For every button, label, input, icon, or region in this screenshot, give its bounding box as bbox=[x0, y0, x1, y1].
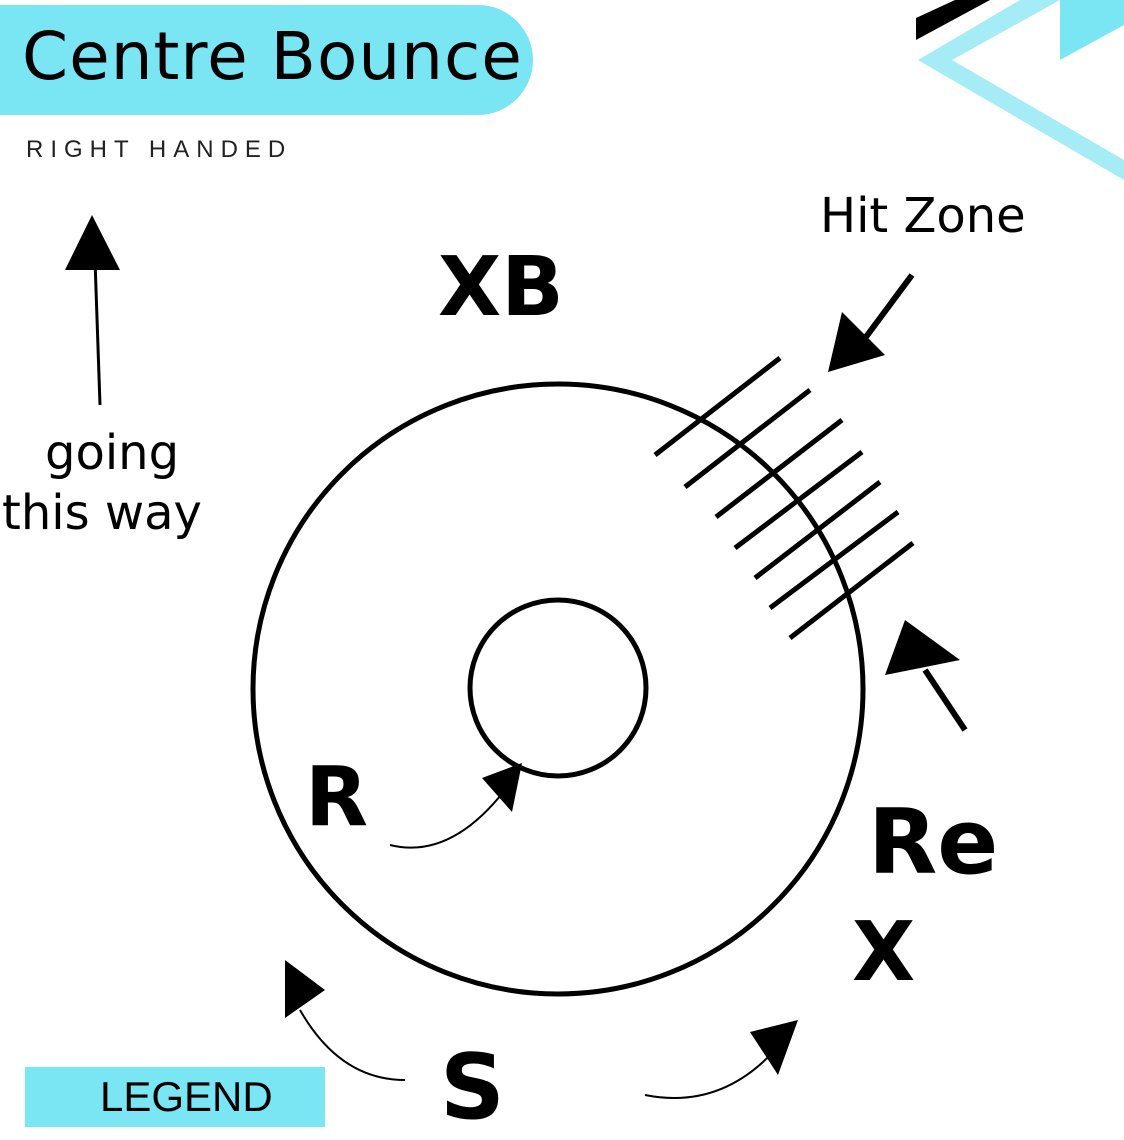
direction-arrow-icon bbox=[65, 215, 120, 406]
s-right-arrow-icon bbox=[644, 1020, 798, 1099]
hit-zone-hatching bbox=[653, 356, 915, 640]
page-subtitle: RIGHT HANDED bbox=[26, 136, 293, 163]
legend-label: LEGEND bbox=[100, 1073, 273, 1120]
centre-circle-outer bbox=[250, 381, 866, 997]
title-banner bbox=[0, 5, 533, 115]
r-arrow-icon bbox=[389, 763, 522, 849]
re-arrow-icon bbox=[885, 620, 968, 732]
position-re: Re bbox=[868, 790, 999, 895]
position-x: X bbox=[852, 905, 916, 1000]
hit-zone-label: Hit Zone bbox=[820, 188, 1026, 244]
legend-box: LEGEND bbox=[25, 1067, 325, 1127]
direction-label-line1: going bbox=[45, 425, 180, 481]
centre-circle-inner bbox=[467, 597, 649, 779]
corner-decoration bbox=[916, 0, 1124, 180]
page-title: Centre Bounce bbox=[22, 18, 523, 95]
position-r: R bbox=[305, 750, 369, 845]
hit-zone-arrow-icon bbox=[828, 273, 915, 372]
position-s: S bbox=[440, 1035, 505, 1140]
direction-label-line2: this way bbox=[2, 485, 202, 541]
s-left-arrow-icon bbox=[285, 960, 406, 1081]
position-xb: XB bbox=[438, 240, 564, 335]
